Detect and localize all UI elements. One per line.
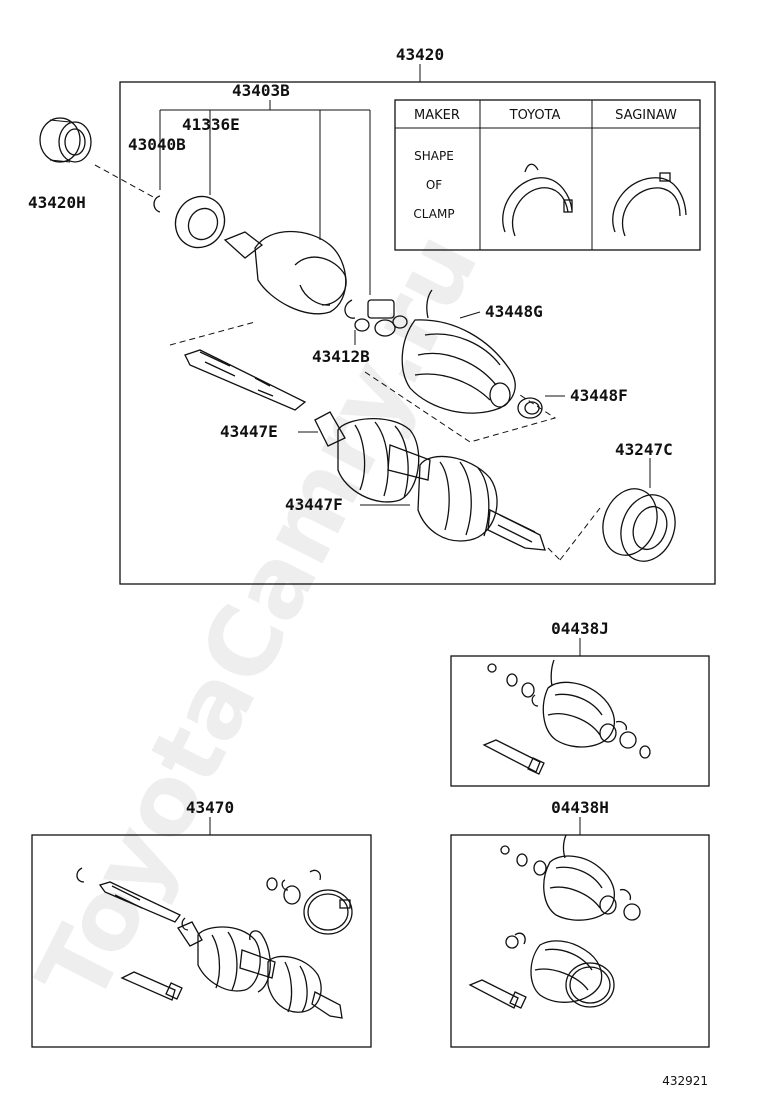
boot-group-outline bbox=[169, 321, 557, 443]
seal-41336E bbox=[174, 195, 226, 249]
kit-04438J-box bbox=[450, 655, 710, 787]
table-row-label-3: CLAMP bbox=[413, 207, 454, 221]
table-row-label-1: SHAPE bbox=[414, 149, 454, 163]
main-assembly-box bbox=[119, 81, 716, 585]
table-header-maker: MAKER bbox=[414, 108, 460, 123]
label-41336E: 41336E bbox=[182, 115, 240, 134]
inboard-joint-assembly bbox=[314, 411, 546, 551]
saginaw-clamp-illustration bbox=[612, 172, 687, 237]
label-43420H: 43420H bbox=[28, 193, 86, 212]
label-43420: 43420 bbox=[396, 45, 444, 64]
dust-cover-43247C bbox=[602, 488, 676, 562]
label-43447E: 43447E bbox=[220, 422, 278, 441]
drive-shaft bbox=[184, 349, 307, 411]
tripod-joint bbox=[354, 299, 408, 337]
table-row-label-2: OF bbox=[426, 178, 442, 192]
bearing-43420H bbox=[39, 117, 92, 163]
label-43040B: 43040B bbox=[128, 135, 186, 154]
table-header-toyota: TOYOTA bbox=[509, 108, 561, 123]
label-43403B: 43403B bbox=[232, 81, 290, 100]
label-43412B: 43412B bbox=[312, 347, 370, 366]
kit-04438H-parts bbox=[468, 834, 641, 1009]
kit-43470-box bbox=[31, 834, 372, 1048]
clamp-shape-table: MAKER TOYOTA SAGINAW SHAPE OF CLAMP bbox=[394, 99, 701, 251]
toyota-clamp-illustration bbox=[502, 163, 573, 237]
table-header-saginaw: SAGINAW bbox=[615, 108, 677, 123]
watermark: ToyotaCamry.ru bbox=[16, 215, 500, 1020]
snap-ring-43412B bbox=[344, 299, 356, 319]
kit-04438H-box bbox=[450, 834, 710, 1048]
boot-43448G bbox=[401, 289, 516, 414]
label-04438H: 04438H bbox=[551, 798, 609, 817]
label-43470: 43470 bbox=[186, 798, 234, 817]
label-43448F: 43448F bbox=[570, 386, 628, 405]
label-04438J: 04438J bbox=[551, 619, 609, 638]
outer-joint-housing bbox=[223, 230, 347, 315]
kit-04438J-parts bbox=[482, 659, 651, 775]
label-43447F: 43447F bbox=[285, 495, 343, 514]
label-43247C: 43247C bbox=[615, 440, 673, 459]
figure-number: 432921 bbox=[662, 1074, 708, 1088]
kit-43470-parts bbox=[76, 867, 353, 1019]
label-43448G: 43448G bbox=[485, 302, 543, 321]
snap-ring-43040B bbox=[153, 195, 161, 213]
